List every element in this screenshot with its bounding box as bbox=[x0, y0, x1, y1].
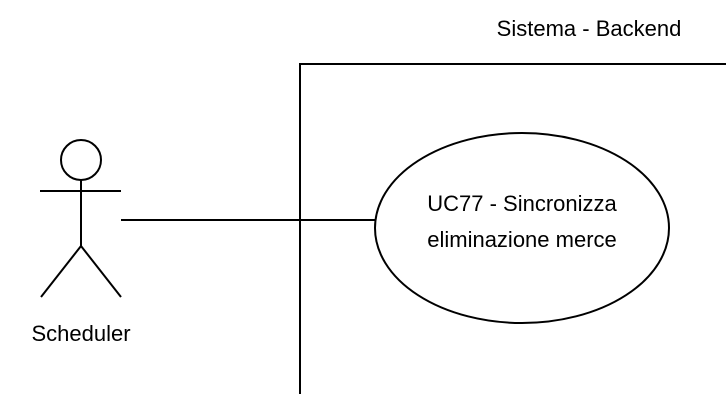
use-case-ellipse bbox=[374, 132, 670, 324]
actor-label: Scheduler bbox=[31, 321, 130, 346]
actor-head bbox=[60, 139, 102, 181]
use-case-label-line2: eliminazione merce bbox=[427, 227, 617, 252]
use-case-label-line1: UC77 - Sincronizza bbox=[427, 191, 617, 216]
actor-right-leg bbox=[80, 245, 122, 298]
system-title: Sistema - Backend bbox=[497, 16, 682, 41]
actor-scheduler[interactable] bbox=[40, 139, 122, 298]
use-case-uc77[interactable]: UC77 - Sincronizza eliminazione merce bbox=[374, 132, 670, 324]
actor-left-leg bbox=[40, 245, 82, 298]
system-boundary[interactable] bbox=[299, 63, 726, 394]
